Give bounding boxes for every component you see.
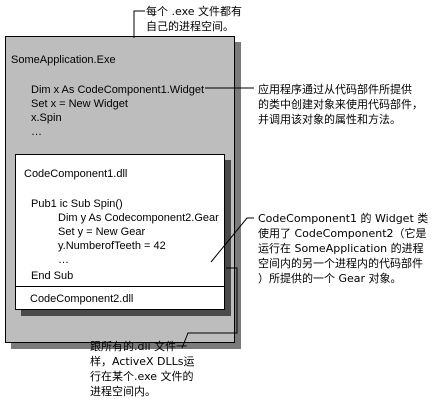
dll1-code-body: Dim y As Codecomponent2.Gear Set y = New… [58,211,219,267]
dll-note-connector [181,267,238,349]
component-note-line-3: 运行在 SomeApplication 的进程 [258,242,424,255]
app-note-line-1: 应用程序通过从代码部件所提供 [258,83,412,96]
component-note-line-1: CodeComponent1 的 Widget 类 [258,212,429,225]
process-note-line-1: 每个 .exe 文件都有 [146,5,243,18]
dll-note-line-2: 样，ActiveX DLLs运 [90,355,195,368]
dll1-code-line: y.NumberofTeeth = 42 [58,240,166,252]
codecomponent1-dll-box [15,154,225,287]
dll-process-note: 跟所有的.dll 文件一 样，ActiveX DLLs运 行在某个.exe 文件… [90,339,195,399]
dll1-end-sub: End Sub [31,270,74,282]
dll1-code-line: Dim y As Codecomponent2.Gear [58,212,219,224]
process-space-note: 每个 .exe 文件都有 自己的进程空间。 [146,4,242,34]
app-note-line-2: 的类中创建对象来使用代码部件， [258,98,423,111]
exe-code-line: … [31,126,42,138]
app-note-line-3: 并调用该对象的属性和方法。 [258,113,401,126]
component-note-line-2: 使用了 CodeComponent2（它是 [258,227,427,240]
exe-code-block: Dim x As CodeComponent1.Widget Set x = N… [31,83,204,139]
component-note-line-5: ）所提供的一个 Gear 对象。 [258,272,402,285]
component-usage-note: CodeComponent1 的 Widget 类 使用了 CodeCompon… [258,211,428,286]
process-note-line-2: 自己的进程空间。 [146,20,234,33]
dll2-title: CodeComponent2.dll [30,293,134,305]
exe-code-line: Dim x As CodeComponent1.Widget [31,84,205,96]
app-usage-note: 应用程序通过从代码部件所提供 的类中创建对象来使用代码部件， 并调用该对象的属性… [258,82,423,127]
exe-code-line: Set x = New Widget [31,98,128,110]
dll1-sub-line: Pub1 ic Sub Spin() [31,198,123,210]
codecomponent2-dll-box [15,287,225,310]
dll-note-line-3: 行在某个.exe 文件的 [90,370,194,383]
component-note-connector [210,217,254,263]
component-note-line-4: 空间内的另一个进程内的代码部件 [258,257,423,270]
process-note-connector [133,10,145,38]
exe-code-line: x.Spin [31,112,62,124]
exe-title: SomeApplication.Exe [11,54,116,66]
dll-note-line-4: 进程空间内。 [90,385,156,398]
dll1-code-line: … [58,254,69,266]
dll-note-line-1: 跟所有的.dll 文件一 [90,340,188,353]
dll1-code-line: Set y = New Gear [58,226,146,238]
dll1-title: CodeComponent1.dll [24,168,128,180]
